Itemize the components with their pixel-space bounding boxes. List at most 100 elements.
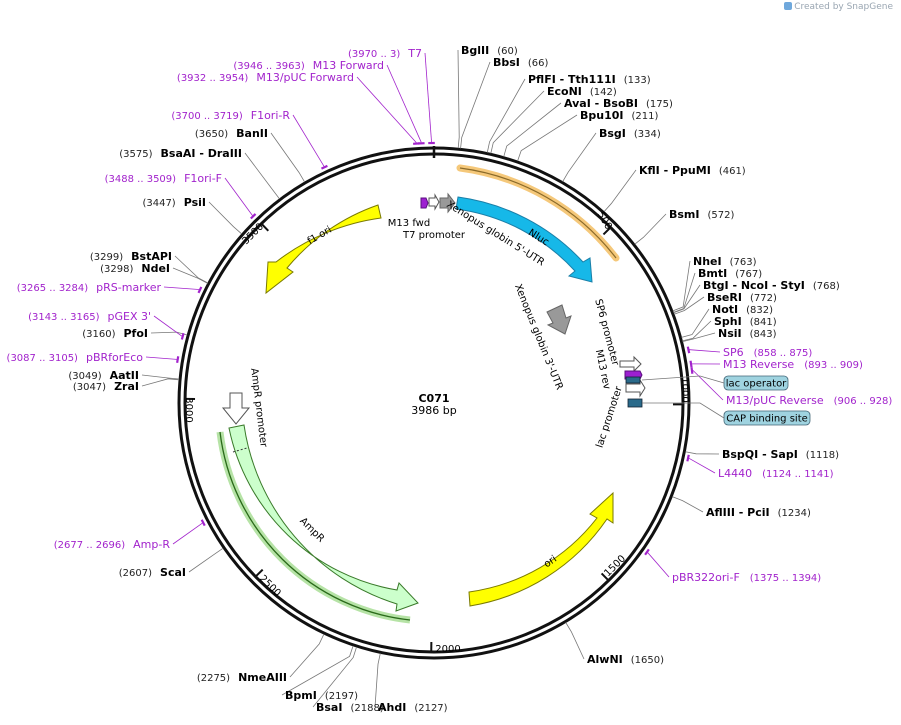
enzyme-label: BbsI(66): [493, 56, 549, 69]
primer-position: (3143 .. 3165): [28, 312, 100, 323]
enzyme-name: BtgI - NcoI - StyI: [703, 279, 805, 292]
feature-t7-promoter: [428, 193, 440, 211]
enzyme-bsmi[interactable]: BsmI(572): [669, 208, 734, 221]
enzyme-name: BsgI: [599, 127, 626, 140]
primer-position: (893 .. 909): [804, 360, 863, 371]
primer-m13-puc-forward[interactable]: (3932 .. 3954)M13/pUC Forward: [177, 71, 354, 84]
enzyme-nmeaiii[interactable]: (2275)NmeAIII: [197, 671, 287, 684]
enzyme-pflfi-tth111i[interactable]: PflFI - Tth111I(133): [528, 73, 651, 86]
enzyme-econi[interactable]: EcoNI(142): [547, 85, 617, 98]
primer-prs-marker[interactable]: (3265 .. 3284)pRS-marker: [17, 281, 162, 294]
box-label-lac-operator: lac operator: [726, 379, 787, 390]
enzyme-name: BanII: [236, 127, 268, 140]
feature-nluc: [455, 196, 593, 283]
enzyme-bspqi-sapi[interactable]: BspQI - SapI(1118): [722, 448, 839, 461]
enzyme-nhei[interactable]: NheI(763): [693, 255, 757, 268]
enzyme-bsai[interactable]: BsaI(2188): [316, 701, 384, 714]
enzyme-position: (3575): [119, 149, 152, 160]
enzyme-leader: [603, 169, 637, 212]
tick-mark-3500: [261, 223, 270, 232]
primer-m13-reverse[interactable]: M13 Reverse(893 .. 909): [723, 358, 863, 371]
enzyme-position: (211): [632, 111, 659, 122]
primer-pbr322ori-f[interactable]: pBR322ori-F(1375 .. 1394): [672, 571, 821, 584]
primer-amp-r[interactable]: (2677 .. 2696)Amp-R: [54, 538, 171, 551]
box-label-cap-binding-site: CAP binding site: [726, 414, 808, 425]
enzyme-alwni[interactable]: AlwNI(1650): [587, 653, 664, 666]
enzyme-name: NdeI: [141, 262, 170, 275]
enzyme-position: (3298): [100, 264, 133, 275]
enzyme-bbsi[interactable]: BbsI(66): [493, 56, 549, 69]
enzyme-leader: [673, 284, 701, 314]
primer-m13-forward[interactable]: (3946 .. 3963)M13 Forward: [233, 59, 384, 72]
feature-label-m13-fwd: M13 fwd: [388, 218, 430, 229]
enzyme-bmti[interactable]: BmtI(767): [698, 267, 762, 280]
primer-sp6[interactable]: SP6(858 .. 875): [723, 346, 812, 359]
primer-mark-pbrforeco: [176, 356, 180, 363]
primer-leader: [692, 370, 724, 401]
enzyme-sphi[interactable]: SphI(841): [714, 315, 777, 328]
primer-mark-pgex-3: [180, 332, 185, 340]
enzyme-kfli-ppumi[interactable]: KflI - PpuMI(461): [639, 164, 746, 177]
enzyme-leader: [457, 49, 460, 149]
enzyme-ahdi[interactable]: AhdI(2127): [378, 701, 448, 714]
enzyme-psii[interactable]: (3447)PsiI: [142, 196, 206, 209]
enzyme-name: AflIII - PciI: [706, 506, 770, 519]
credit-text: Created by SnapGene: [794, 2, 893, 12]
primer-mark-m13-reverse: [689, 360, 693, 368]
enzyme-leader: [374, 653, 381, 708]
enzyme-label: (2607)ScaI: [119, 566, 186, 579]
enzyme-name: AvaI - BsoBI: [564, 97, 638, 110]
enzyme-btgi-ncoi-styi[interactable]: BtgI - NcoI - StyI(768): [703, 279, 840, 292]
plasmid-name: C071: [418, 392, 449, 405]
primer-l4440[interactable]: L4440(1124 .. 1141): [718, 467, 834, 480]
primer-pgex-3[interactable]: (3143 .. 3165)pGEX 3': [28, 310, 151, 323]
tick-mark-2500: [255, 568, 264, 577]
enzyme-leader: [174, 255, 209, 284]
enzyme-label: BseRI(772): [707, 291, 777, 304]
enzyme-label: NsiI(843): [718, 327, 777, 340]
enzyme-bseri[interactable]: BseRI(772): [707, 291, 777, 304]
enzyme-position: (66): [528, 58, 549, 69]
primer-f1ori-f[interactable]: (3488 .. 3509)F1ori-F: [105, 172, 222, 185]
enzyme-label: (3298) NdeI: [100, 262, 170, 275]
enzyme-label: BmtI(767): [698, 267, 762, 280]
enzyme-aatii[interactable]: (3049)AatII: [68, 369, 139, 382]
enzyme-label: NheI(763): [693, 255, 757, 268]
primer-mark-f1ori-r: [320, 164, 328, 170]
feature-label-f1-ori: f1 ori: [306, 225, 334, 248]
enzyme-bpmi[interactable]: BpmI(2197): [285, 689, 358, 702]
primer-position: (2677 .. 2696): [54, 540, 126, 551]
enzyme-zrai[interactable]: (3047)ZraI: [73, 380, 139, 393]
primer-t7[interactable]: (3970 .. 3)T7: [348, 47, 422, 60]
enzyme-ndei[interactable]: (3298) NdeI: [100, 262, 170, 275]
enzyme-label: BglII(60): [461, 44, 518, 57]
primer-position: (3087 .. 3105): [7, 353, 79, 364]
enzyme-leader: [312, 646, 357, 708]
enzyme-bsaai-draiii[interactable]: (3575)BsaAI - DraIII: [119, 147, 242, 160]
primer-leader: [424, 52, 432, 143]
lac-operator-box: [625, 376, 641, 384]
enzyme-avai-bsobi[interactable]: AvaI - BsoBI(175): [564, 97, 673, 110]
enzyme-bstapi[interactable]: (3299)BstAPI: [90, 250, 172, 263]
enzyme-noti[interactable]: NotI(832): [712, 303, 773, 316]
enzyme-position: (1118): [806, 450, 839, 461]
enzyme-label: (3049)AatII: [68, 369, 139, 382]
feature-label-t7-promoter: T7 promoter: [402, 230, 466, 241]
tick-label-2000: 2000: [435, 644, 460, 655]
primer-mark-sp6: [686, 346, 691, 354]
primer-f1ori-r[interactable]: (3700 .. 3719)F1ori-R: [171, 109, 290, 122]
primer-pbrforeco[interactable]: (3087 .. 3105)pBRforEco: [7, 351, 144, 364]
enzyme-nsii[interactable]: NsiI(843): [718, 327, 777, 340]
enzyme-afliii-pcii[interactable]: AflIII - PciI(1234): [706, 506, 811, 519]
enzyme-name: Bpu10I: [580, 109, 624, 122]
enzyme-scai[interactable]: (2607)ScaI: [119, 566, 186, 579]
enzyme-bsgi[interactable]: BsgI(334): [599, 127, 661, 140]
enzyme-bpu10i[interactable]: Bpu10I (211): [580, 109, 658, 122]
primer-leader: [163, 286, 200, 290]
enzyme-label: BpmI(2197): [285, 689, 358, 702]
enzyme-bglii[interactable]: BglII(60): [461, 44, 518, 57]
primer-m13-puc-reverse[interactable]: M13/pUC Reverse(906 .. 928): [726, 394, 892, 407]
enzyme-pfoi[interactable]: (3160)PfoI: [82, 327, 148, 340]
primer-position: (3265 .. 3284): [17, 283, 89, 294]
enzyme-banii[interactable]: (3650)BanII: [195, 127, 268, 140]
